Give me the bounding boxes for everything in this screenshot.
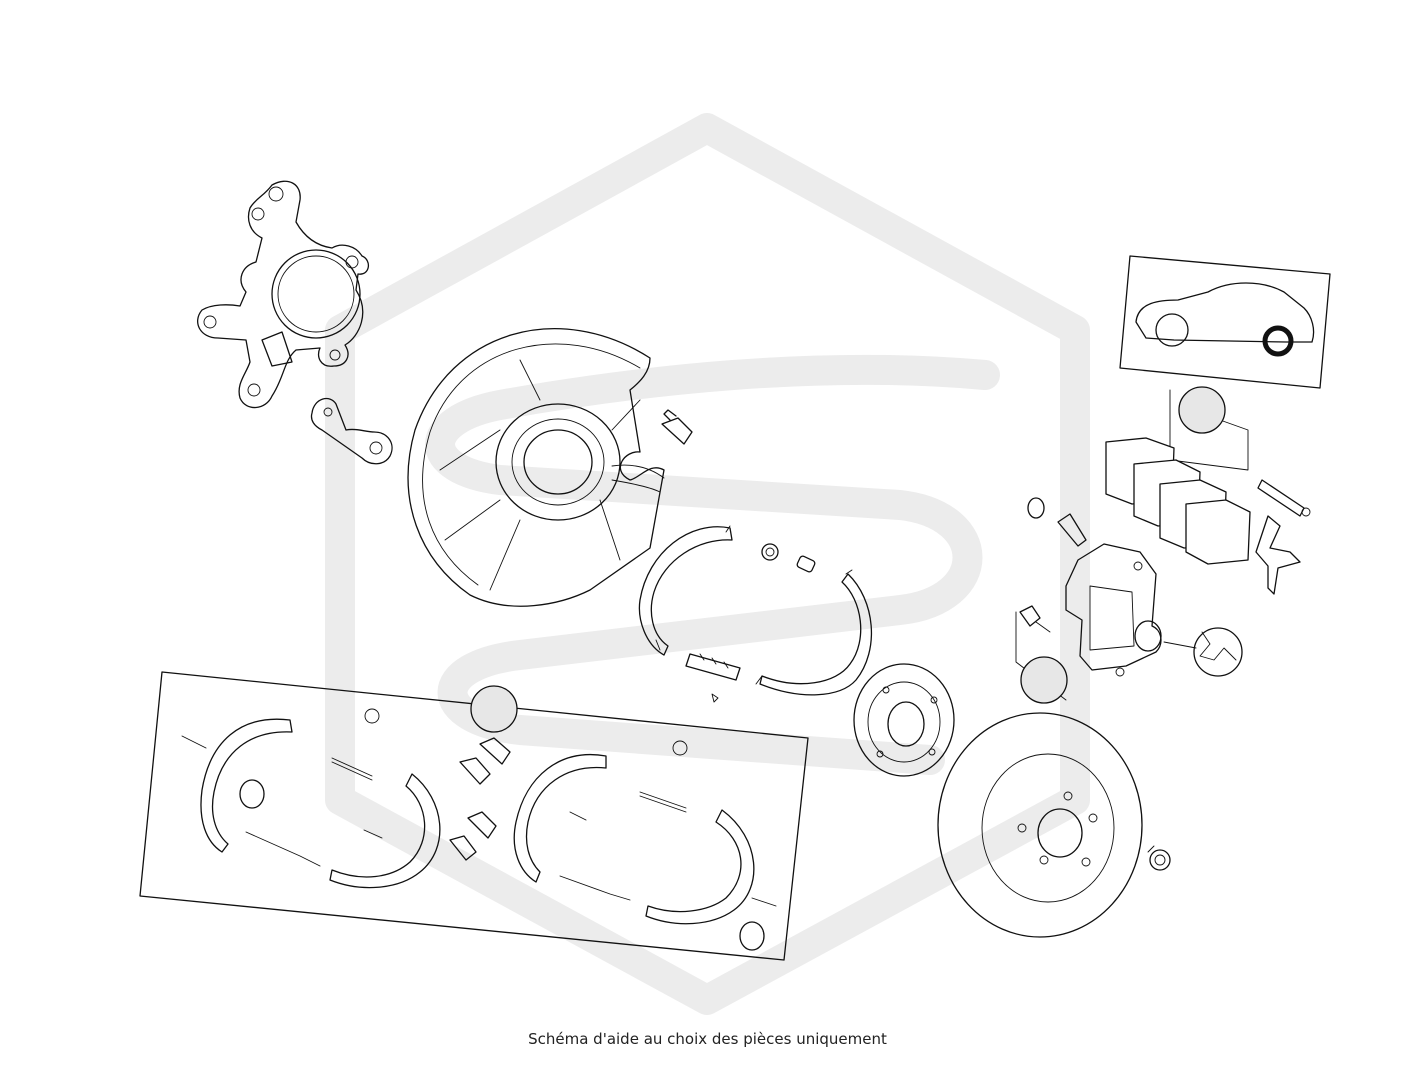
caliper-guide-pin[interactable] — [1257, 479, 1311, 517]
brake-shoe-kit[interactable] — [139, 671, 809, 961]
bleed-screw-cap[interactable] — [1027, 497, 1045, 519]
adjuster-sleeve[interactable] — [796, 555, 816, 573]
brake-caliper[interactable] — [1065, 543, 1162, 677]
mounting-bracket[interactable] — [310, 397, 393, 465]
backing-plate-bolt[interactable] — [661, 409, 693, 445]
kit-bolts[interactable] — [449, 737, 511, 861]
parking-brake-adjuster[interactable] — [685, 653, 741, 703]
wheel-bolt[interactable] — [1147, 845, 1171, 871]
marker-shoe-kit[interactable] — [470, 685, 518, 733]
wheel-hub[interactable] — [853, 663, 955, 777]
marker-brake-pads[interactable] — [1178, 386, 1226, 434]
adjuster-nut[interactable] — [761, 543, 779, 561]
parking-brake-shoe-upper[interactable] — [638, 525, 733, 656]
watermark-logo — [325, 113, 1090, 1015]
bleed-screw[interactable] — [1057, 513, 1087, 547]
parking-brake-shoe-lower[interactable] — [755, 569, 873, 696]
caliper-bolt[interactable] — [1019, 605, 1051, 633]
caliper-repair-kit[interactable] — [1163, 627, 1243, 677]
pad-retaining-spring[interactable] — [1255, 515, 1301, 595]
brake-disc[interactable] — [937, 712, 1143, 938]
marker-caliper[interactable] — [1020, 656, 1068, 704]
vehicle-position-indicator — [1119, 255, 1331, 389]
brake-pad-set[interactable] — [1105, 437, 1251, 565]
selection-markers — [470, 386, 1226, 733]
diagram-caption: Schéma d'aide au choix des pièces unique… — [528, 1030, 887, 1048]
steering-knuckle[interactable] — [197, 180, 369, 409]
brake-backing-plate[interactable] — [407, 328, 665, 607]
